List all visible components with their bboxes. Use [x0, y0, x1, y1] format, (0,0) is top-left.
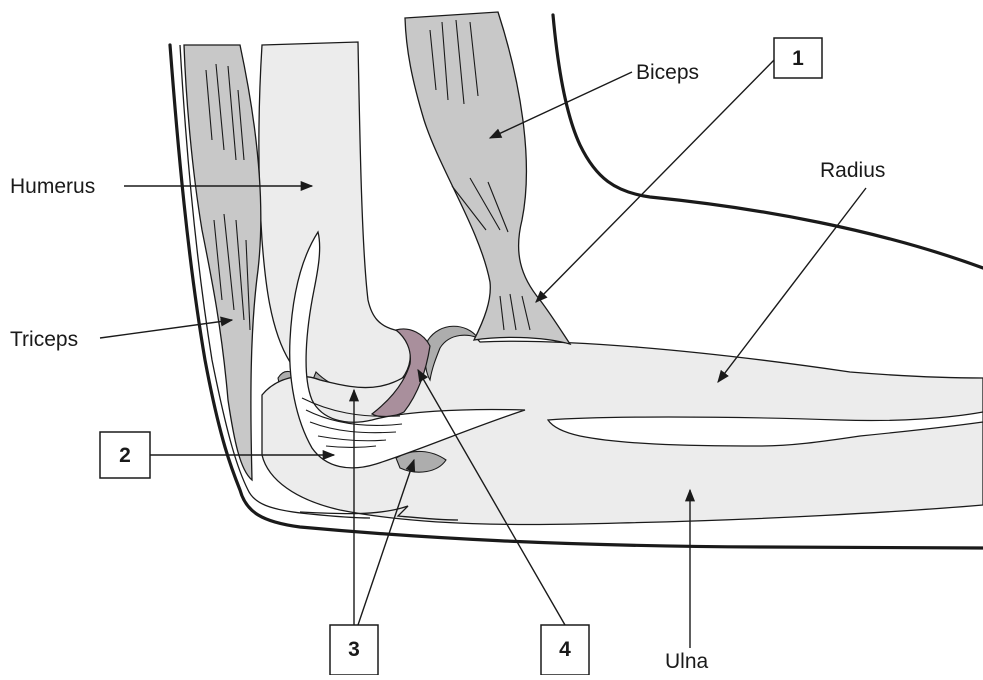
- callout-box-3: 3: [330, 625, 378, 675]
- callout-box-1: 1: [774, 38, 822, 78]
- triceps-leader: [100, 320, 232, 338]
- callout-1-number: 1: [792, 47, 804, 70]
- callout-4-number: 4: [559, 638, 571, 661]
- callout-box-2: 2: [100, 432, 150, 478]
- ulna-label: Ulna: [665, 650, 709, 673]
- callout-1-leader: [536, 56, 778, 302]
- biceps-muscle: [405, 12, 570, 344]
- biceps-label: Biceps: [636, 61, 699, 84]
- humerus-bone: [259, 42, 429, 410]
- triceps-label: Triceps: [10, 328, 78, 351]
- humerus-label: Humerus: [10, 175, 95, 198]
- callout-3-number: 3: [348, 638, 360, 661]
- callout-box-4: 4: [541, 625, 589, 675]
- skin-outline-front: [553, 15, 983, 268]
- triceps-muscle: [184, 45, 261, 480]
- radius-label: Radius: [820, 159, 885, 182]
- callout-2-number: 2: [119, 444, 131, 467]
